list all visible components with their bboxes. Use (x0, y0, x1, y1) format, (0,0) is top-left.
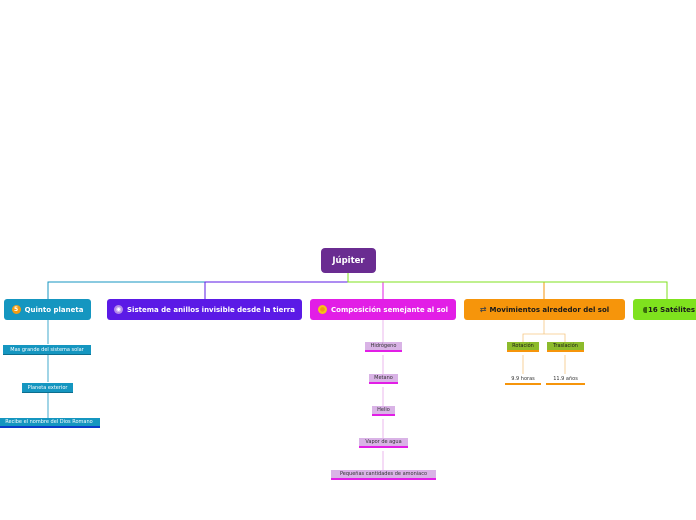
satellite-icon (643, 306, 647, 313)
value-traslacion[interactable]: 11.9 años (546, 375, 585, 385)
branch-movimientos[interactable]: ⇄ Movimientos alrededor del sol (464, 299, 625, 320)
value-rotacion[interactable]: 9.9 horas (505, 375, 541, 385)
subtopic-label: Hidrógeno (370, 343, 397, 349)
subtopic-label: Pequeñas cantidades de amoniaco (339, 471, 428, 477)
arrows-icon: ⇄ (479, 305, 487, 314)
subtopic-metano[interactable]: Metano (369, 374, 398, 384)
root-node-jupiter[interactable]: Júpiter (321, 248, 376, 273)
subtopic-label: Metano (374, 375, 393, 381)
branch-satelites[interactable]: 16 Satélites (633, 299, 696, 320)
sun-icon: ● (318, 305, 328, 314)
subtopic-label: Helio (377, 407, 390, 413)
subtopic-dios-romano[interactable]: Recibe el nombre del Dios Romano (0, 418, 100, 428)
branch-quinto-planeta[interactable]: 5 Quinto planeta (4, 299, 91, 320)
subtopic-label: Recibe el nombre del Dios Romano (5, 419, 93, 425)
ringed-planet-icon: ◉ (114, 305, 123, 314)
subtopic-mas-grande[interactable]: Mas grande del sistema solar (3, 345, 91, 355)
subtopic-label: Mas grande del sistema solar (10, 346, 84, 353)
subtopic-label: Rotación (512, 343, 534, 349)
root-label: Júpiter (332, 255, 365, 266)
subtopic-label: Traslación (553, 343, 578, 349)
branch-label: Sistema de anillos invisible desde la ti… (127, 305, 295, 314)
branch-composicion[interactable]: ● Composición semejante al sol (310, 299, 456, 320)
value-label: 9.9 horas (511, 376, 535, 382)
subtopic-rotacion[interactable]: Rotación (507, 342, 539, 352)
subtopic-planeta-exterior[interactable]: Planeta exterior (22, 383, 73, 393)
branch-label: Quinto planeta (24, 305, 84, 314)
subtopic-label: Planeta exterior (27, 384, 68, 391)
subtopic-label: Vapor de agua (365, 439, 402, 445)
branch-label: Movimientos alrededor del sol (489, 305, 610, 314)
number-five-icon: 5 (11, 305, 21, 314)
value-label: 11.9 años (553, 376, 578, 382)
branch-label: Composición semejante al sol (331, 305, 448, 314)
subtopic-helio[interactable]: Helio (372, 406, 395, 416)
subtopic-hidrogeno[interactable]: Hidrógeno (365, 342, 402, 352)
branch-label: 16 Satélites (648, 305, 696, 314)
subtopic-vapor-agua[interactable]: Vapor de agua (359, 438, 408, 448)
subtopic-traslacion[interactable]: Traslación (547, 342, 584, 352)
subtopic-amoniaco[interactable]: Pequeñas cantidades de amoniaco (331, 470, 436, 480)
branch-sistema-anillos[interactable]: ◉ Sistema de anillos invisible desde la … (107, 299, 302, 320)
